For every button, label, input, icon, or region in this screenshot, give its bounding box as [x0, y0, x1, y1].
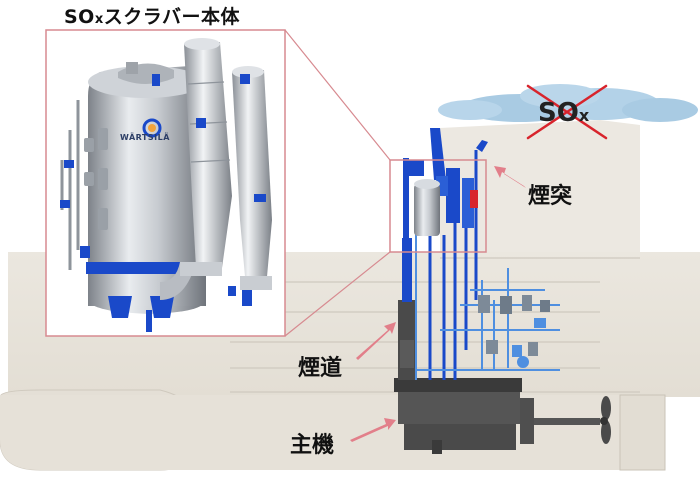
chimney-arrow	[494, 166, 526, 188]
flue-arrow	[356, 322, 396, 360]
inset-connector-lines	[284, 29, 391, 337]
chimney	[403, 128, 488, 238]
chimney-label: 煙突	[528, 184, 573, 209]
main-engine-label: 主機	[290, 433, 335, 458]
main-engine	[394, 378, 611, 454]
sox-label: SOx	[538, 98, 590, 128]
flue-label: 煙道	[298, 356, 343, 381]
scrubber-title: SOxスクラバー本体	[64, 6, 241, 28]
flue-duct	[402, 238, 412, 302]
brand-logo-text: WÄRTSILÄ	[120, 133, 170, 142]
scrubber-inset	[45, 29, 286, 337]
funnel-highlight-box	[389, 159, 487, 253]
engine-arrow	[350, 418, 396, 442]
sox-cross-icon	[526, 84, 608, 140]
